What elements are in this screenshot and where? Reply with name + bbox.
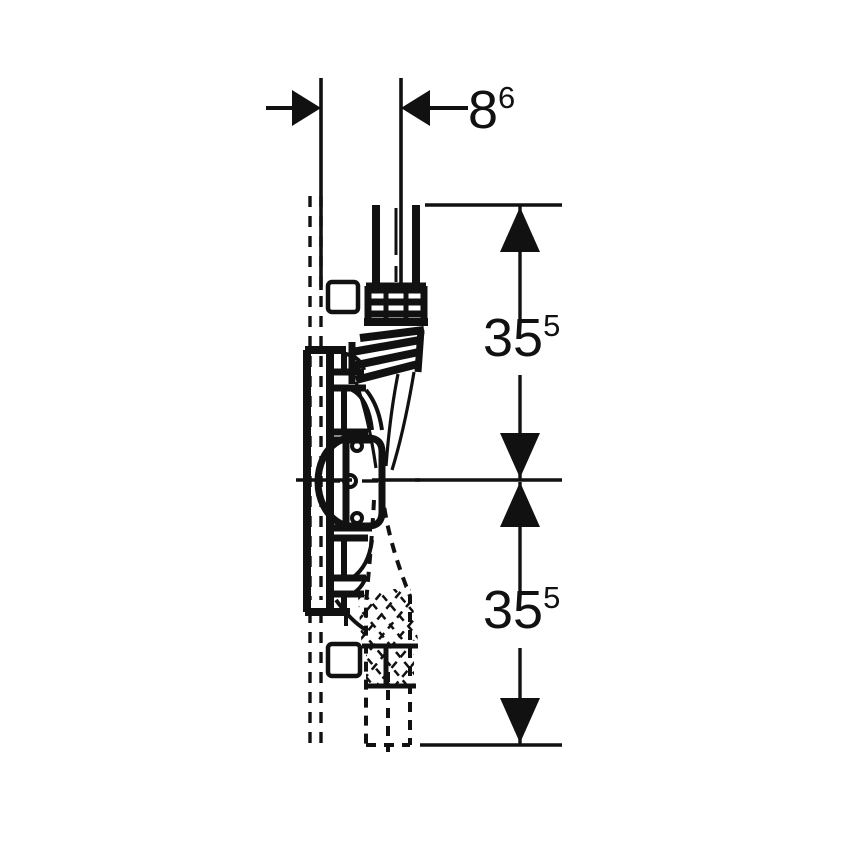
angled-right-edge xyxy=(414,329,425,373)
transition-mid xyxy=(359,326,425,342)
arrowhead-right xyxy=(292,90,321,126)
hatch-upper-fill-cross xyxy=(358,586,418,650)
dimension-label-width: 86 xyxy=(468,80,515,140)
coupling-upper-ribs xyxy=(368,286,424,318)
internal-curve-2 xyxy=(350,388,374,431)
coupling-transition xyxy=(359,318,428,342)
outlet-outer-edge xyxy=(380,489,412,745)
arrowhead-down-middle xyxy=(500,433,540,478)
arrowhead-down-bottom xyxy=(500,698,540,743)
outlet-inner-edge xyxy=(364,499,376,745)
dimension-value-lower: 35 xyxy=(483,580,543,640)
arrowhead-up-middle xyxy=(500,482,540,527)
dimension-width-8-6: 86 xyxy=(266,80,515,140)
dimension-value-upper: 35 xyxy=(483,308,543,368)
fastener-center xyxy=(342,473,358,489)
arrowhead-left xyxy=(401,90,430,126)
hatch-region-lower xyxy=(366,648,414,684)
dimension-superscript-lower: 5 xyxy=(543,580,560,615)
outlet-connector-detail xyxy=(362,643,418,689)
extension-lines xyxy=(415,203,562,747)
arrowhead-up-top xyxy=(500,207,540,252)
coupling-angled-shell xyxy=(348,329,425,384)
angled-rib-3 xyxy=(355,360,419,384)
dimension-superscript-width: 6 xyxy=(498,80,515,115)
hatch-region-upper xyxy=(358,586,418,650)
angled-rib-1 xyxy=(351,336,421,356)
dimension-superscript-upper: 5 xyxy=(543,308,560,343)
inspection-opening-curve xyxy=(314,434,348,530)
dimension-label-upper-height: 355 xyxy=(483,308,560,368)
bottom-curve xyxy=(334,598,368,632)
internal-curve-4 xyxy=(347,575,368,598)
internal-curve-1 xyxy=(345,352,366,371)
dimension-value-width: 8 xyxy=(468,80,498,140)
inlet-pipe xyxy=(372,205,420,288)
internal-curve-3 xyxy=(364,388,384,431)
dimension-height-group: 355 355 xyxy=(483,205,560,745)
coupling-upper-shell xyxy=(364,282,428,322)
top-dimension-witness-lines xyxy=(319,78,403,290)
cistern-body xyxy=(303,346,386,616)
body-internal-upper xyxy=(345,352,384,431)
hatch-lower-fill-cross xyxy=(366,648,414,684)
tube-edge-right xyxy=(390,371,416,471)
dimension-label-lower-height: 355 xyxy=(483,580,560,640)
outlet-bend-hidden xyxy=(364,489,412,752)
coupling-upper-dividers xyxy=(383,288,409,318)
wall-bracket-lower xyxy=(325,641,363,679)
inlet-pipe-walls xyxy=(372,205,420,288)
fastener-top xyxy=(350,439,364,453)
corrugated-coupling xyxy=(348,282,428,384)
wall-bracket-upper xyxy=(325,279,361,315)
body-bottom-detail xyxy=(334,598,368,632)
fastener-bottom xyxy=(350,511,364,525)
tube-edge-mid xyxy=(384,373,400,467)
